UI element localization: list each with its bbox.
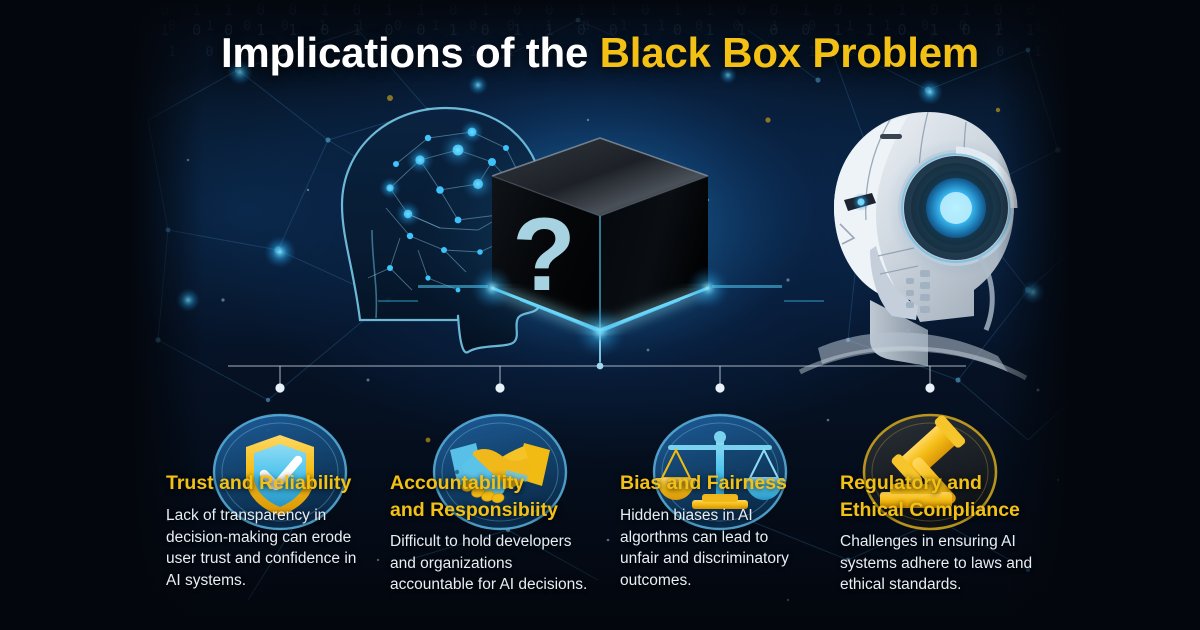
card-title-3-line-0: Regulatory and xyxy=(840,472,982,494)
card-title-0: Trust and Reliability xyxy=(166,470,366,497)
card-bias-and-fairness: Bias and Fairness Hidden biases in AI al… xyxy=(620,470,810,591)
card-title-1-line-0: Accountability xyxy=(390,472,525,494)
card-title-0-line-0: Trust and Reliability xyxy=(166,472,352,494)
implication-cards: Trust and Reliability Lack of transparen… xyxy=(128,470,1072,630)
card-body-0: Lack of transparency in decision-making … xyxy=(166,507,357,589)
card-body-3: Challenges in ensuring AI systems adhere… xyxy=(840,533,1033,593)
card-body-1: Difficult to hold developers and organiz… xyxy=(390,533,588,593)
card-title-3-line-1: Ethical Compliance xyxy=(840,499,1020,521)
card-accountability-and-responsibility: Accountability and Responsibiity Difficul… xyxy=(390,470,595,596)
card-trust-and-reliability: Trust and Reliability Lack of transparen… xyxy=(166,470,366,591)
page-title: Implications of the Black Box Problem xyxy=(0,29,1200,77)
connector-lines xyxy=(228,340,966,388)
card-title-1: Accountability and Responsibiity xyxy=(390,470,595,524)
card-title-2-line-0: Bias and Fairness xyxy=(620,472,787,494)
card-title-1-line-1: and Responsibiity xyxy=(390,499,558,521)
card-title-2: Bias and Fairness xyxy=(620,470,810,497)
card-body-2: Hidden biases in AI algorthms can lead t… xyxy=(620,507,789,589)
page-title-gold-part: Black Box Problem xyxy=(599,29,980,76)
connector-nodes xyxy=(275,362,935,393)
page-title-white-part: Implications of the xyxy=(220,29,600,76)
